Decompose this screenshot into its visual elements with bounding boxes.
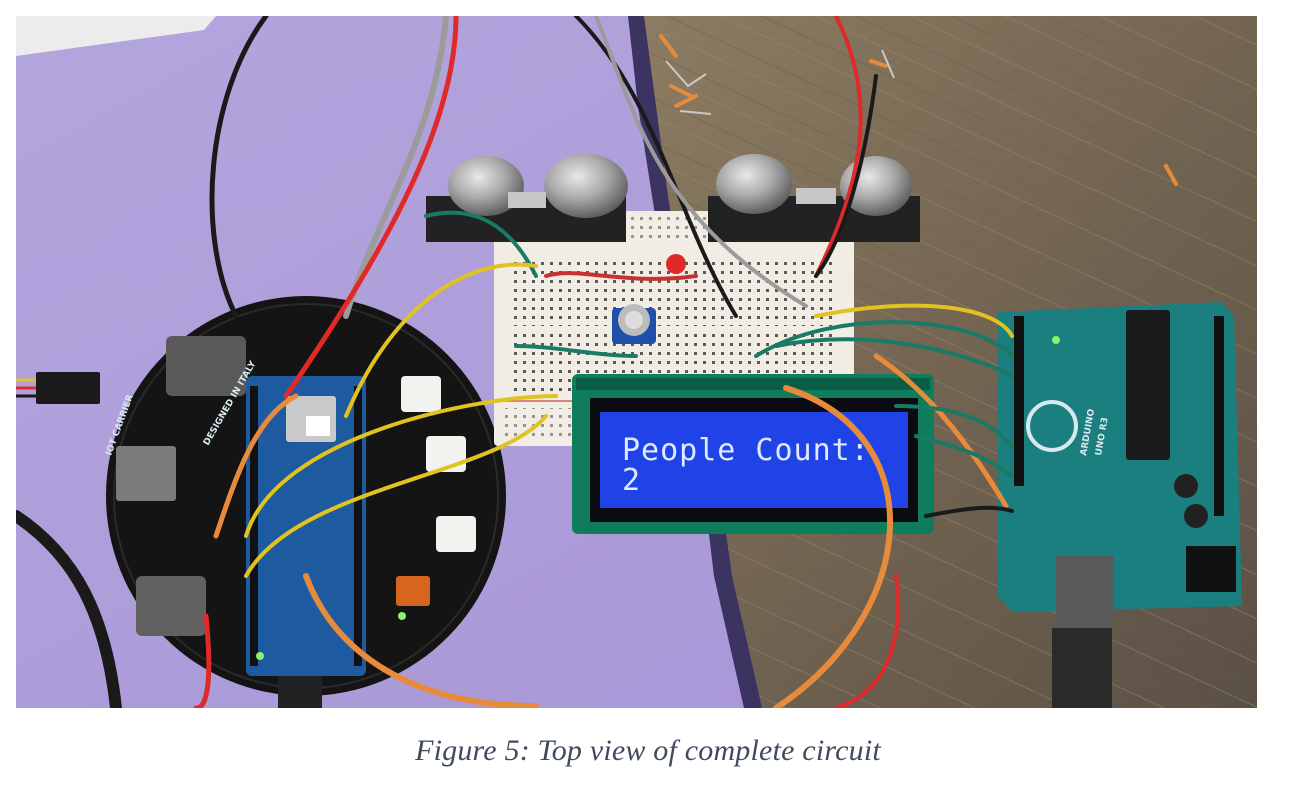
wires	[16, 16, 1014, 708]
sticky-note	[16, 16, 216, 56]
potentiometer	[612, 304, 656, 344]
lcd-line-1: People Count:	[622, 433, 870, 468]
arduino-uno: ARDUINO UNO R3	[998, 302, 1242, 708]
lcd-module: People Count: 2	[572, 374, 934, 534]
lcd-line-2: 2	[622, 463, 641, 498]
circuit-photo: IOT CARRIER DESIGNED IN ITALY	[16, 16, 1257, 708]
figure-caption: Figure 5: Top view of complete circuit	[415, 734, 881, 767]
ultrasonic-sensor-left	[426, 154, 628, 242]
mkr-board	[246, 376, 406, 708]
red-led	[666, 254, 686, 274]
jumper-connector	[16, 372, 100, 404]
